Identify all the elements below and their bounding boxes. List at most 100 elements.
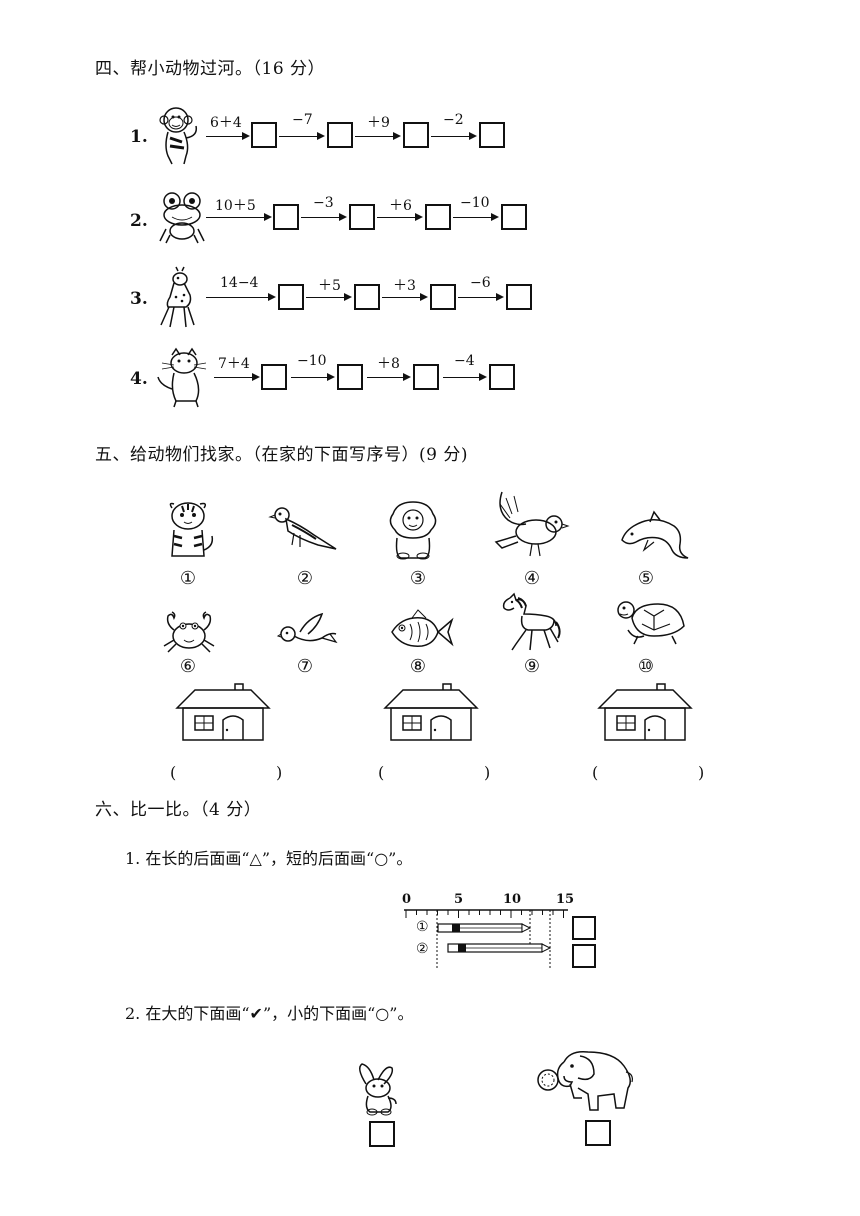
answer-box[interactable]: [506, 284, 532, 310]
arrow-icon: [443, 373, 487, 381]
answer-box[interactable]: [261, 364, 287, 390]
animal-number: ③: [409, 568, 427, 589]
cat-icon: [157, 347, 207, 408]
dolphin-icon: [621, 510, 689, 559]
animal-number: ④: [523, 568, 541, 589]
arrow-icon: [206, 293, 276, 301]
ruler-tick-label: 5: [454, 892, 464, 907]
answer-box-pencil-2[interactable]: [572, 944, 596, 968]
answer-box[interactable]: [425, 204, 451, 230]
op-label: ＋8: [377, 356, 400, 372]
monkey-icon: [159, 107, 198, 165]
river-row-1: 1. 6＋4 −7 ＋9 −2: [0, 100, 860, 180]
horse-icon: [502, 592, 561, 651]
ruler-tick-label: 10: [503, 892, 522, 907]
dove-icon: [494, 491, 570, 557]
arrow-icon: [458, 293, 504, 301]
arrow-icon: [206, 132, 250, 140]
answer-box[interactable]: [413, 364, 439, 390]
op-label: −3: [313, 195, 334, 211]
section-4-title: 四、帮小动物过河。（16 分）: [95, 59, 326, 79]
section-5-title: 五、给动物们找家。（在家的下面写序号）(9 分): [95, 445, 468, 465]
answer-box-pencil-1[interactable]: [572, 916, 596, 940]
answer-box[interactable]: [327, 122, 353, 148]
row-number: 4.: [130, 369, 148, 389]
river-row-3: 3. 14−4 ＋5 ＋3 −6: [0, 265, 860, 345]
section-6-title: 六、比一比。（4 分）: [95, 800, 262, 820]
rabbit-icon: [359, 1063, 397, 1116]
question-1-text: 1. 在长的后面画“△”，短的后面画“○”。: [125, 849, 413, 868]
answer-box[interactable]: [489, 364, 515, 390]
arrow-icon: [306, 293, 352, 301]
animal-number: ⑨: [523, 656, 541, 677]
op-label: −4: [454, 353, 475, 369]
op-label: −6: [470, 275, 491, 291]
arrow-icon: [431, 132, 477, 140]
tiger-icon: [169, 502, 214, 557]
house-icon: [383, 683, 479, 741]
river-row-4: 4. 7＋4 −10 ＋8 −4: [0, 345, 860, 415]
crab-icon: [163, 611, 215, 653]
answer-box[interactable]: [403, 122, 429, 148]
answer-box[interactable]: [273, 204, 299, 230]
op-label: 14−4: [220, 275, 259, 291]
bird-icon: [276, 612, 338, 644]
animal-number: ⑤: [637, 568, 655, 589]
house-answer-2[interactable]: [390, 762, 482, 784]
animal-number: ⑩: [637, 656, 655, 677]
row-number: 1.: [130, 127, 148, 147]
op-label: 10＋5: [215, 198, 256, 214]
arrow-icon: [291, 373, 335, 381]
deer-icon: [160, 266, 195, 328]
house-icon: [597, 683, 693, 741]
paren-close: ): [698, 763, 705, 782]
ruler-tick-label: 0: [402, 892, 412, 907]
fish-icon: [391, 609, 454, 647]
animal-number: ⑥: [179, 656, 197, 677]
ruler-icon: [404, 909, 568, 968]
paren-open: (: [592, 763, 599, 782]
op-label: ＋3: [393, 278, 416, 294]
pencil-label: ②: [416, 941, 429, 957]
answer-box[interactable]: [501, 204, 527, 230]
frog-icon: [159, 192, 205, 244]
answer-box[interactable]: [251, 122, 277, 148]
paren-close: ): [484, 763, 491, 782]
answer-box[interactable]: [349, 204, 375, 230]
arrow-icon: [382, 293, 428, 301]
arrow-icon: [355, 132, 401, 140]
ruler-figure: 0 5 10 15 ① ②: [398, 892, 578, 972]
paren-open: (: [378, 763, 385, 782]
answer-box[interactable]: [278, 284, 304, 310]
animal-number: ⑦: [296, 656, 314, 677]
op-label: 6＋4: [210, 115, 242, 131]
animal-number: ①: [179, 568, 197, 589]
lion-icon: [389, 501, 437, 560]
op-label: ＋6: [389, 198, 412, 214]
op-label: −10: [297, 353, 327, 369]
house-answer-3[interactable]: [604, 762, 696, 784]
arrow-icon: [453, 213, 499, 221]
answer-box[interactable]: [430, 284, 456, 310]
house-icon: [175, 683, 271, 741]
op-label: ＋5: [318, 278, 341, 294]
answer-box-rabbit[interactable]: [369, 1121, 395, 1147]
op-label: −7: [292, 112, 313, 128]
river-row-2: 2. 10＋5 −3 ＋6 −10: [0, 185, 860, 265]
arrow-icon: [206, 213, 272, 221]
elephant-icon: [537, 1050, 633, 1111]
animal-number: ⑧: [409, 656, 427, 677]
op-label: 7＋4: [218, 356, 250, 372]
op-label: −2: [443, 112, 464, 128]
answer-box-elephant[interactable]: [585, 1120, 611, 1146]
answer-box[interactable]: [337, 364, 363, 390]
paren-close: ): [276, 763, 283, 782]
arrow-icon: [377, 213, 423, 221]
op-label: ＋9: [367, 115, 390, 131]
house-answer-1[interactable]: [182, 762, 274, 784]
pencil-label: ①: [416, 919, 429, 935]
answer-box[interactable]: [479, 122, 505, 148]
answer-box[interactable]: [354, 284, 380, 310]
bird-icon: [268, 507, 337, 550]
arrow-icon: [214, 373, 260, 381]
